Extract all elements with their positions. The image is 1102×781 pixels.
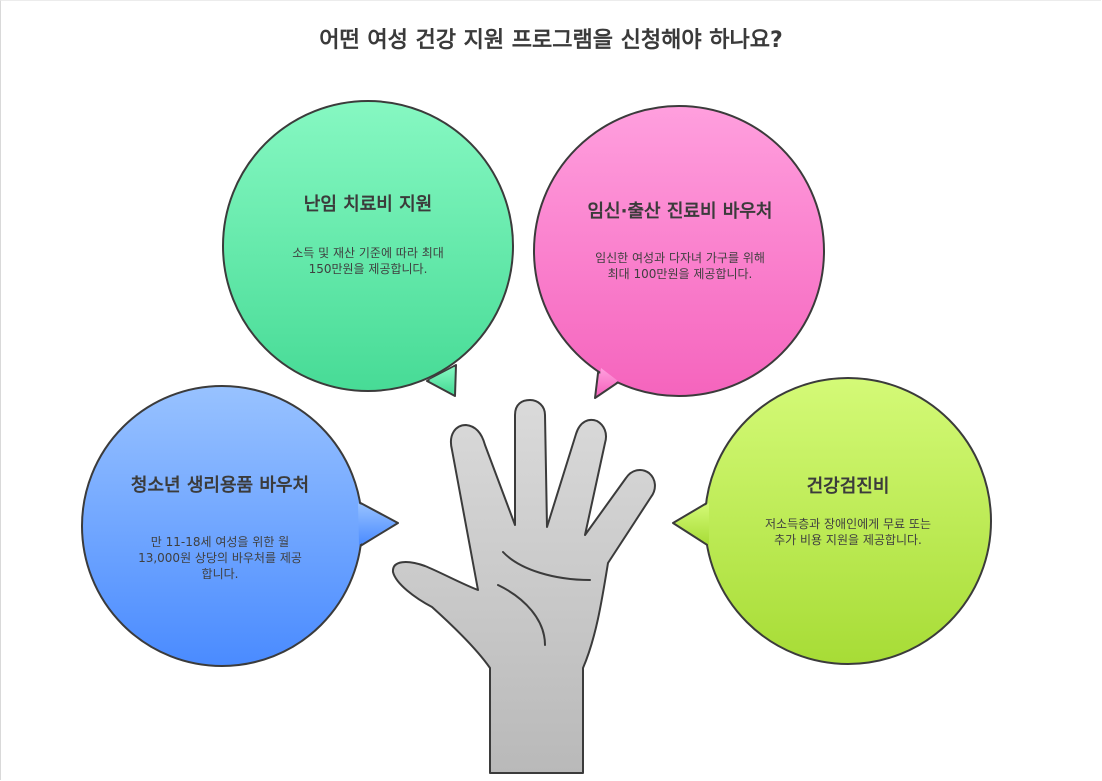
infertility-card: 난임 치료비 지원 소득 및 재산 기준에 따라 최대 150만원을 제공합니다… (258, 193, 478, 277)
infertility-description: 소득 및 재산 기준에 따라 최대 150만원을 제공합니다. (292, 246, 444, 276)
infertility-bubble (222, 100, 514, 397)
checkup-card: 건강검진비 저소득층과 장애인에게 무료 또는 추가 비용 지원을 제공합니다. (733, 475, 963, 548)
checkup-bubble (672, 377, 992, 665)
infertility-title: 난임 치료비 지원 (303, 194, 433, 215)
pregnancy-bubble (533, 105, 825, 399)
menstrual-description: 만 11-18세 여성을 위한 월 13,000원 상당의 바우처를 제공합니다… (138, 535, 302, 581)
menstrual-bubble (81, 385, 399, 667)
menstrual-title: 청소년 생리용품 바우처 (130, 475, 310, 496)
diagram-title: 어떤 여성 건강 지원 프로그램을 신청해야 하나요? (319, 28, 783, 53)
checkup-description: 저소득층과 장애인에게 무료 또는 추가 비용 지원을 제공합니다. (764, 517, 931, 547)
checkup-title: 건강검진비 (806, 476, 890, 497)
hand-icon (392, 399, 656, 774)
pregnancy-card: 임신·출산 진료비 바우처 임신한 여성과 다자녀 가구를 위해 최대 100만… (560, 200, 800, 282)
pregnancy-description: 임신한 여성과 다자녀 가구를 위해 최대 100만원을 제공합니다. (595, 251, 765, 281)
pregnancy-title: 임신·출산 진료비 바우처 (587, 201, 773, 222)
menstrual-card: 청소년 생리용품 바우처 만 11-18세 여성을 위한 월 13,000원 상… (95, 474, 345, 582)
